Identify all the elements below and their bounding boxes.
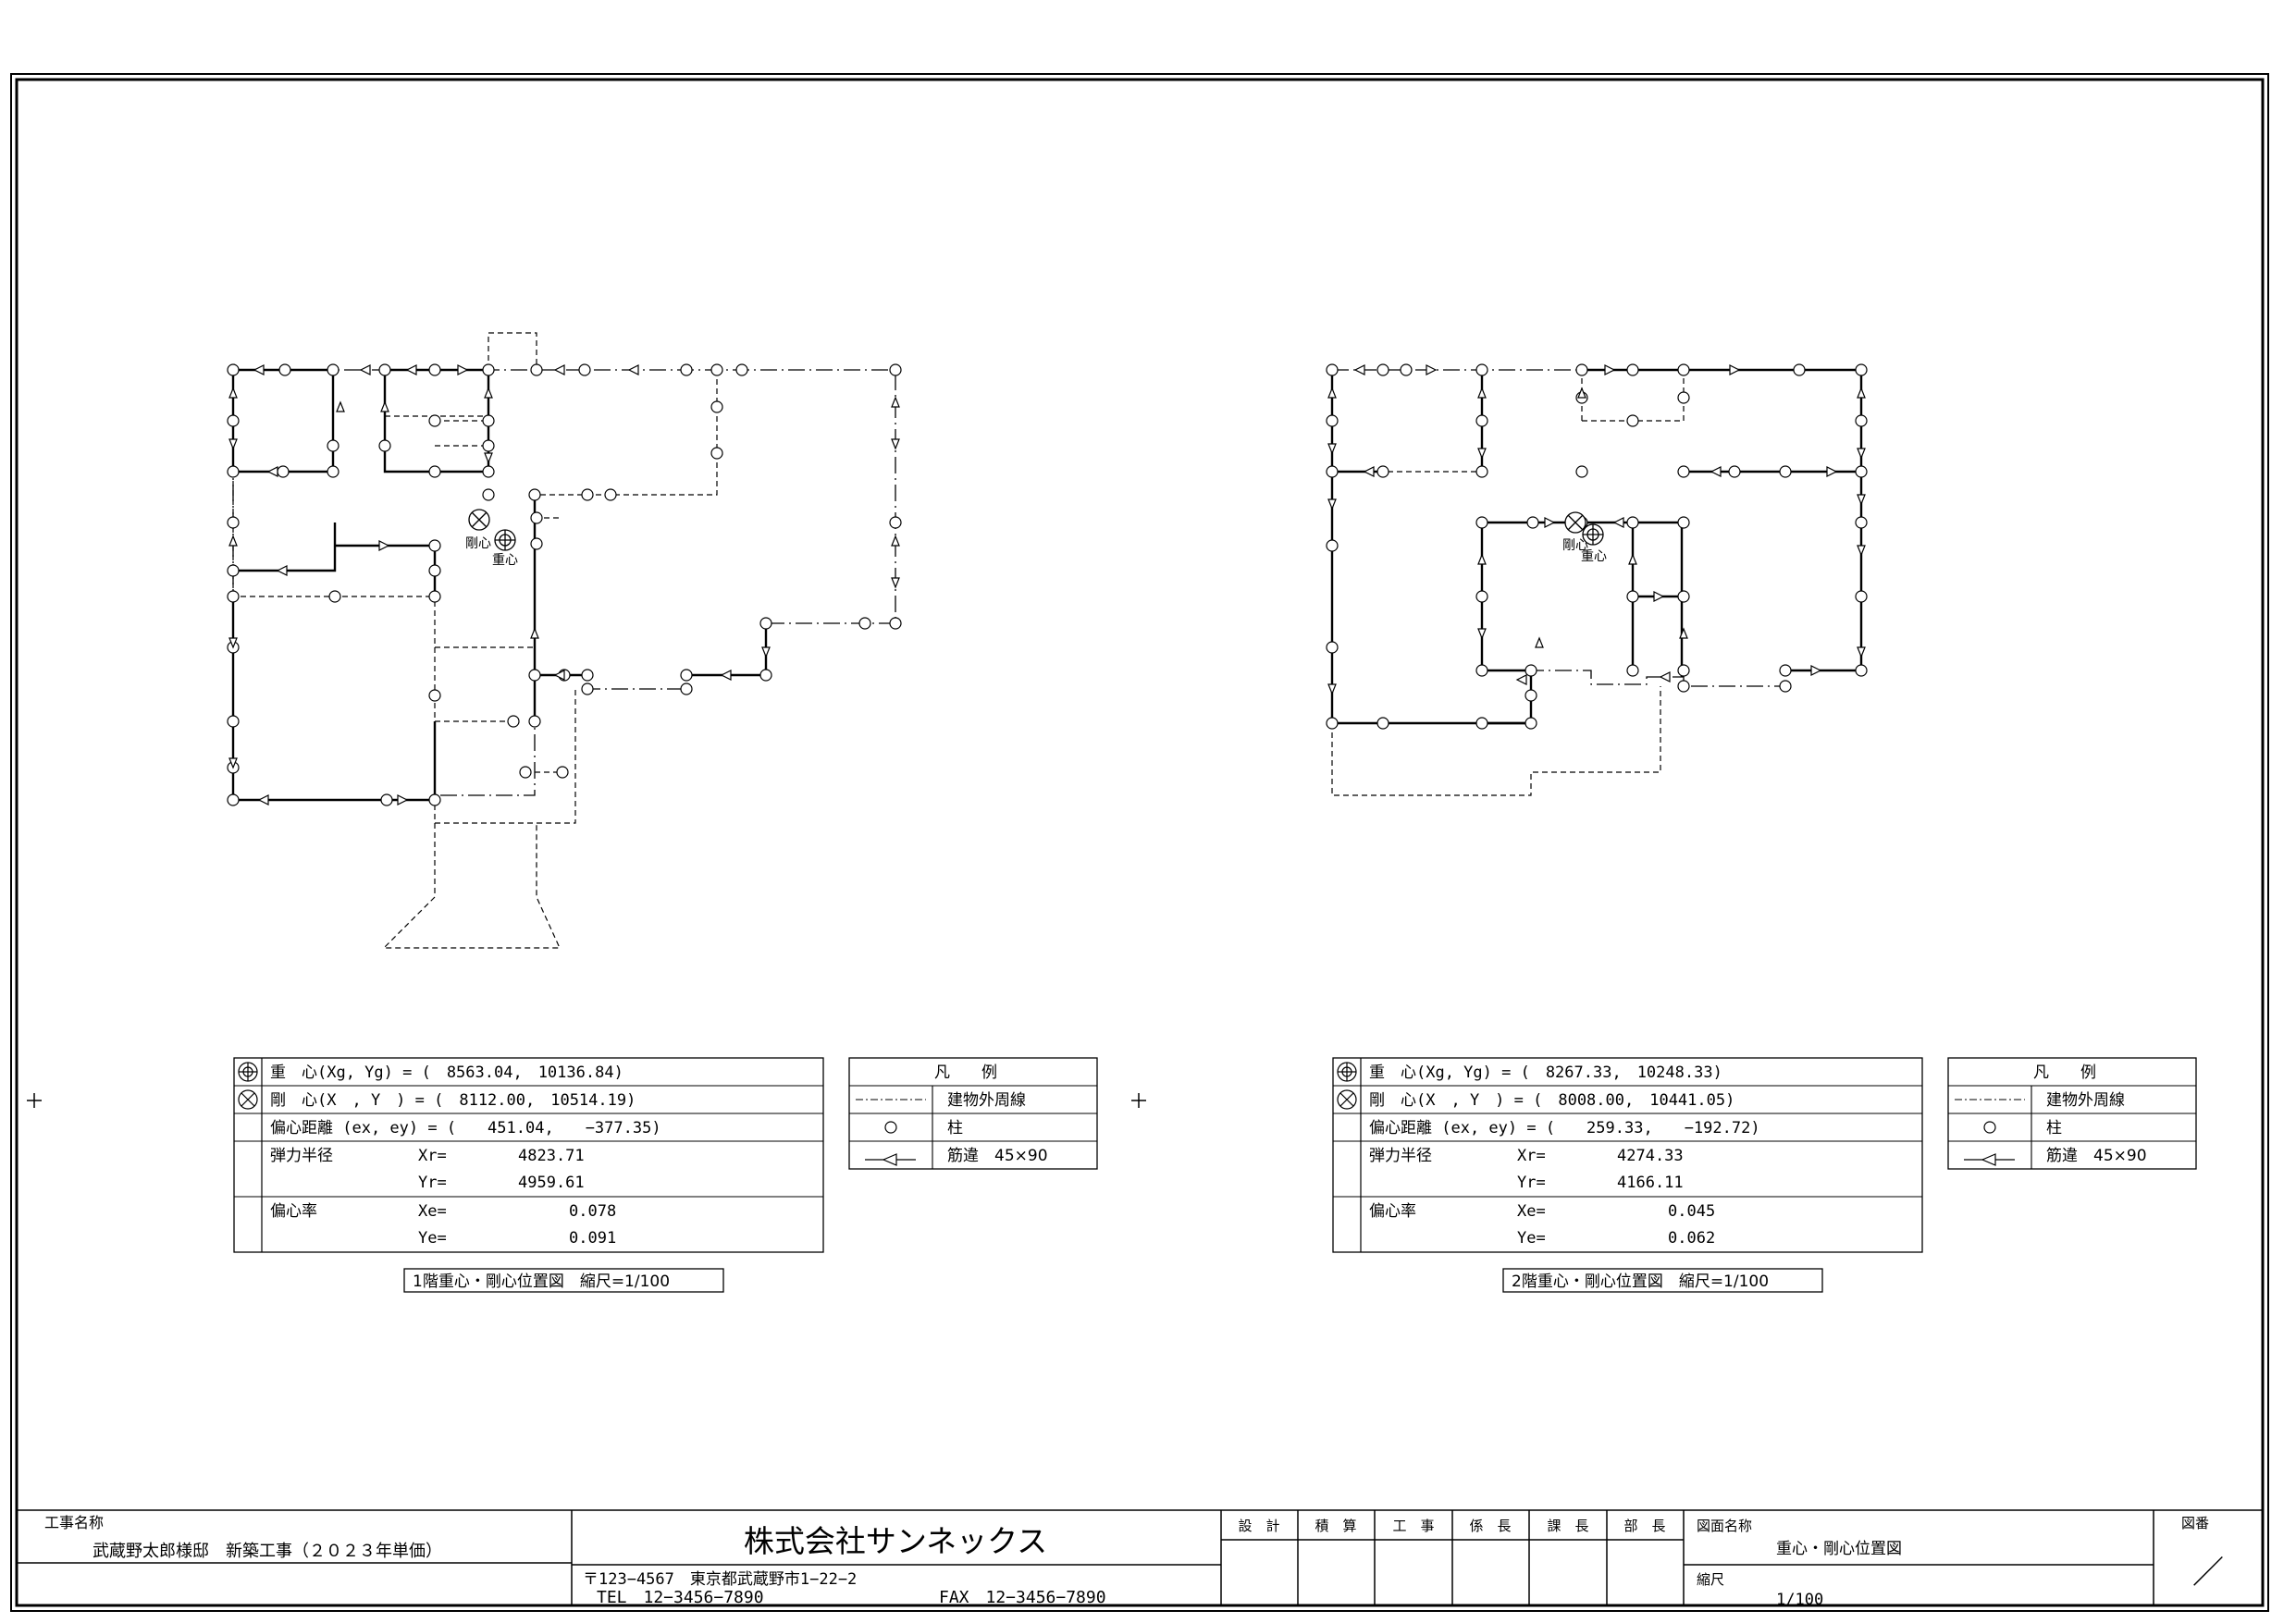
company-address: 〒123−4567 東京都武蔵野市1−22−2 [583, 1570, 857, 1589]
floor1-plan: 剛心 重心 [227, 332, 902, 949]
legend-column-icon [884, 1121, 897, 1134]
floor2-legend: 凡 例 建物外周線 柱 筋違 45×90 [1947, 1057, 2197, 1170]
floor1-cg-label: 重心 [492, 553, 518, 568]
drawing-name-label: 図面名称 [1697, 1518, 1752, 1534]
floor1-legend-brace: 筋違 45×90 [947, 1147, 1048, 1165]
floor1-ye-value: 0.091 [569, 1229, 616, 1248]
floor2-plan: 剛心 重心 [1326, 363, 1868, 796]
floor2-yr-value: 4166.11 [1617, 1174, 1684, 1192]
floor2-caption-box [1502, 1268, 1823, 1293]
title-block: 工事名称 武蔵野太郎様邸 新築工事（２０２３年単価） 株式会社サンネックス 〒1… [17, 1509, 2263, 1609]
floor2-ye-label: Ye= [1517, 1229, 1546, 1248]
legend-brace-icon [1964, 1153, 2015, 1166]
floor2-center-of-rigidity-icon [1564, 511, 1586, 534]
floor2-caption: 2階重心・剛心位置図 縮尺=1/100 [1512, 1273, 1769, 1291]
floor2-table-rc-icon [1337, 1089, 1357, 1110]
floor1-ratio-label: 偏心率 [270, 1202, 317, 1221]
legend-brace-icon [865, 1153, 916, 1166]
floor1-caption-box [403, 1268, 724, 1293]
stamp-construction: 工 事 [1392, 1518, 1434, 1534]
floor2-legend-title: 凡 例 [2033, 1064, 2096, 1082]
floor2-cg-label: 重心 [1581, 549, 1607, 564]
floor2-rc-label: 剛心 [1562, 538, 1588, 553]
floor2-yr-label: Yr= [1517, 1174, 1546, 1192]
company-fax: FAX 12−3456−7890 [939, 1588, 1106, 1607]
stamp-chief: 係 長 [1469, 1518, 1511, 1534]
floor2-legend-column: 柱 [2046, 1119, 2062, 1137]
floor2-ye-value: 0.062 [1668, 1229, 1715, 1248]
floor2-table-cg-icon [1337, 1062, 1357, 1082]
scale-value: 1/100 [1776, 1591, 1823, 1609]
floor1-cg-row: 重 心(Xg, Yg) = ( 8563.04, 10136.84) [270, 1064, 623, 1082]
floor2-braces [1327, 364, 1866, 695]
floor1-xr-label: Xr= [418, 1147, 447, 1165]
project-label: 工事名称 [44, 1514, 104, 1531]
floor2-rc-row: 剛 心(X , Y ) = ( 8008.00, 10441.05) [1369, 1091, 1734, 1110]
floor1-xr-value: 4823.71 [518, 1147, 585, 1165]
floor2-cg-row: 重 心(Xg, Yg) = ( 8267.33, 10248.33) [1369, 1064, 1722, 1082]
floor1-legend-title: 凡 例 [934, 1064, 997, 1082]
floor2-xr-label: Xr= [1517, 1147, 1546, 1165]
floor2-legend-outline: 建物外周線 [2046, 1091, 2125, 1110]
company-tel: TEL 12−3456−7890 [597, 1588, 764, 1607]
floor2-xe-label: Xe= [1517, 1202, 1546, 1221]
floor2-ratio-label: 偏心率 [1369, 1202, 1416, 1221]
inner-border [15, 78, 2265, 1607]
stamp-section-manager: 課 長 [1547, 1518, 1588, 1534]
floor1-xe-value: 0.078 [569, 1202, 616, 1221]
floor2-results-table: 重 心(Xg, Yg) = ( 8267.33, 10248.33) 剛 心(X… [1332, 1057, 1923, 1293]
floor1-building-outline [232, 369, 896, 801]
registration-marks [27, 1093, 1146, 1108]
floor1-walls [231, 368, 768, 802]
floor2-columns [1326, 363, 1868, 730]
scale-label: 縮尺 [1697, 1571, 1724, 1588]
floor1-legend-outline: 建物外周線 [947, 1091, 1026, 1110]
floor1-dashed-lines [231, 332, 718, 949]
stamp-design: 設 計 [1238, 1518, 1279, 1534]
outer-border [10, 73, 2269, 1612]
floor1-yr-label: Yr= [418, 1174, 447, 1192]
floor1-table-cg-icon [238, 1062, 258, 1082]
floor1-ecc-row: 偏心距離 (ex, ey) = ( 451.04, −377.35) [270, 1119, 661, 1137]
stamp-department-manager: 部 長 [1623, 1518, 1665, 1534]
floor1-results-table: 重 心(Xg, Yg) = ( 8563.04, 10136.84) 剛 心(X… [233, 1057, 824, 1293]
floor1-center-of-rigidity-icon [468, 509, 490, 531]
floor1-ye-label: Ye= [418, 1229, 447, 1248]
floor1-yr-value: 4959.61 [518, 1174, 585, 1192]
stamp-estimate: 積 算 [1315, 1518, 1356, 1534]
floor2-xe-value: 0.045 [1668, 1202, 1715, 1221]
floor2-dashed-lines [1331, 370, 1861, 796]
floor1-legend: 凡 例 建物外周線 柱 筋違 45×90 [848, 1057, 1098, 1170]
floor1-rc-row: 剛 心(X , Y ) = ( 8112.00, 10514.19) [270, 1091, 636, 1110]
sheet-number: ／ [2192, 1555, 2224, 1592]
drawing-name: 重心・剛心位置図 [1776, 1540, 1902, 1558]
project-name: 武蔵野太郎様邸 新築工事（２０２３年単価） [93, 1542, 442, 1561]
legend-column-icon [1983, 1121, 1996, 1134]
floor1-rc-label: 剛心 [465, 536, 491, 551]
floor2-legend-brace: 筋違 45×90 [2046, 1147, 2147, 1165]
floor1-columns [227, 363, 902, 806]
floor2-ecc-row: 偏心距離 (ex, ey) = ( 259.33, −192.72) [1369, 1119, 1760, 1137]
floor1-table-rc-icon [238, 1089, 258, 1110]
floor1-xe-label: Xe= [418, 1202, 447, 1221]
floor1-center-of-gravity-icon [494, 529, 516, 551]
floor2-center-of-gravity-icon [1582, 523, 1604, 546]
floor1-braces [228, 364, 900, 805]
floor2-radius-label: 弾力半径 [1369, 1147, 1432, 1165]
floor1-caption: 1階重心・剛心位置図 縮尺=1/100 [413, 1273, 670, 1291]
floor2-xr-value: 4274.33 [1617, 1147, 1684, 1165]
floor1-radius-label: 弾力半径 [270, 1147, 333, 1165]
sheet-number-label: 図番 [2181, 1515, 2209, 1531]
floor1-legend-column: 柱 [947, 1119, 963, 1137]
company-name: 株式会社サンネックス [744, 1523, 1047, 1559]
